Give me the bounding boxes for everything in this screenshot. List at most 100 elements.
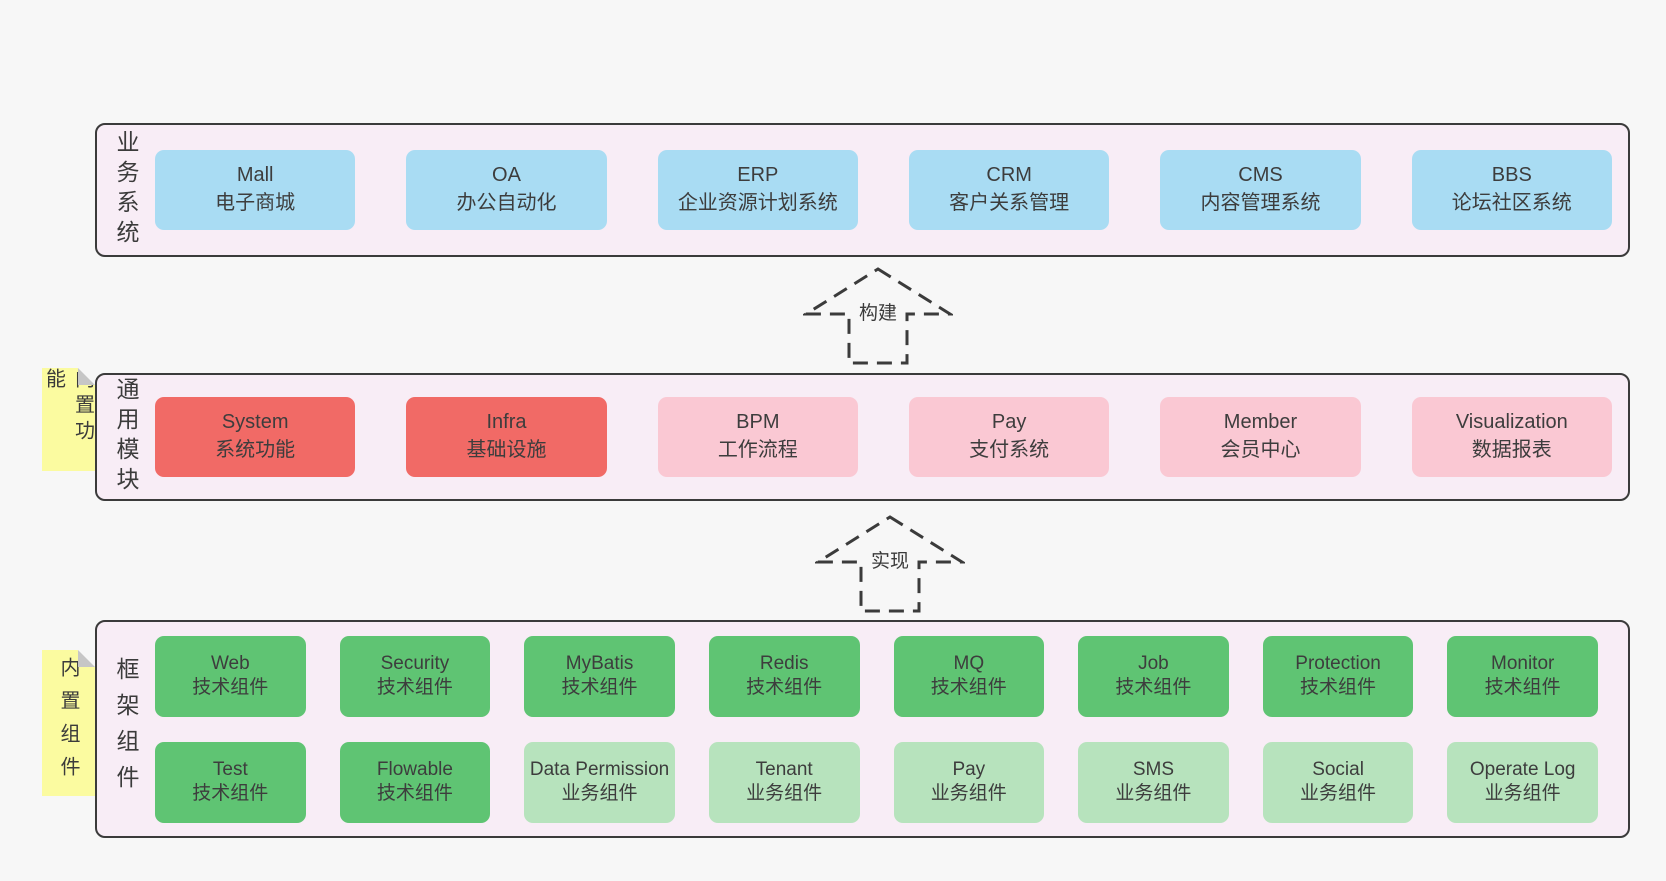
box-tenant: Tenant 业务组件	[708, 741, 860, 823]
component-row-1: Web 技术组件 Security 技术组件 MyBatis 技术组件 Redi…	[155, 635, 1598, 717]
box-protection: Protection 技术组件	[1262, 635, 1414, 717]
box-subtitle: 基础设施	[466, 439, 547, 461]
box-title: Visualization	[1455, 411, 1568, 434]
box-subtitle: 系统功能	[215, 439, 296, 461]
box-subtitle: 技术组件	[746, 677, 823, 698]
box-title: Mall	[236, 164, 274, 187]
box-title: Redis	[759, 652, 809, 674]
sticky-note-label: 内置组件	[57, 657, 79, 789]
box-title: Data Permission	[529, 758, 670, 780]
box-subtitle: 支付系统	[969, 439, 1050, 461]
box-subtitle: 技术组件	[376, 783, 453, 804]
box-data-permission: Data Permission 业务组件	[524, 741, 675, 823]
box-redis: Redis 技术组件	[708, 635, 860, 717]
box-subtitle: 技术组件	[192, 783, 269, 804]
box-mall: Mall 电子商城	[155, 150, 356, 230]
box-title: Pay	[991, 411, 1027, 434]
band-label-components: 框架组件	[113, 657, 139, 801]
box-visualization: Visualization 数据报表	[1411, 397, 1612, 477]
box-title: Security	[380, 652, 450, 674]
box-title: Tenant	[755, 758, 813, 780]
box-mq: MQ 技术组件	[893, 635, 1045, 717]
box-subtitle: 业务组件	[561, 783, 638, 804]
business-boxes: Mall 电子商城 OA 办公自动化 ERP 企业资源计划系统 CRM 客户关系…	[155, 125, 1628, 255]
arrow-build-label: 构建	[855, 298, 901, 325]
box-pay-module: Pay 支付系统	[908, 397, 1110, 477]
arrow-implement-label: 实现	[867, 546, 913, 573]
box-subtitle: 客户关系管理	[949, 192, 1070, 214]
box-title: CRM	[986, 164, 1032, 187]
box-title: Web	[210, 652, 250, 674]
box-subtitle: 办公自动化	[456, 192, 557, 214]
box-system: System 系统功能	[155, 397, 356, 477]
box-member: Member 会员中心	[1160, 397, 1361, 477]
box-subtitle: 数据报表	[1471, 439, 1552, 461]
box-subtitle: 技术组件	[1300, 677, 1377, 698]
box-subtitle: 业务组件	[1484, 783, 1561, 804]
box-subtitle: 技术组件	[561, 677, 638, 698]
box-subtitle: 业务组件	[1300, 783, 1377, 804]
box-title: BPM	[736, 411, 780, 434]
box-security: Security 技术组件	[339, 635, 491, 717]
box-subtitle: 技术组件	[376, 677, 453, 698]
box-mybatis: MyBatis 技术组件	[524, 635, 675, 717]
box-oa: OA 办公自动化	[406, 150, 607, 230]
sticky-note-builtin-features: 内置功能	[42, 368, 95, 471]
box-subtitle: 企业资源计划系统	[677, 192, 838, 214]
box-bbs: BBS 论坛社区系统	[1411, 150, 1612, 230]
box-flowable: Flowable 技术组件	[339, 741, 491, 823]
box-title: Test	[212, 758, 248, 780]
box-subtitle: 业务组件	[746, 783, 823, 804]
box-title: Social	[1312, 758, 1364, 780]
component-rows: Web 技术组件 Security 技术组件 MyBatis 技术组件 Redi…	[155, 622, 1628, 836]
box-title: Monitor	[1491, 652, 1555, 674]
box-subtitle: 业务组件	[930, 783, 1007, 804]
band-framework-components: 框架组件 Web 技术组件 Security 技术组件 MyBatis 技术组件…	[95, 620, 1630, 838]
box-title: OA	[492, 164, 521, 187]
box-subtitle: 技术组件	[192, 677, 269, 698]
box-subtitle: 电子商城	[215, 192, 296, 214]
box-title: MyBatis	[565, 652, 634, 674]
box-infra: Infra 基础设施	[406, 397, 607, 477]
box-test: Test 技术组件	[155, 741, 306, 823]
box-title: ERP	[737, 164, 779, 187]
box-subtitle: 技术组件	[1484, 677, 1561, 698]
component-row-2: Test 技术组件 Flowable 技术组件 Data Permission …	[155, 741, 1598, 823]
module-boxes: System 系统功能 Infra 基础设施 BPM 工作流程 Pay 支付系统…	[155, 375, 1628, 499]
box-erp: ERP 企业资源计划系统	[657, 150, 858, 230]
band-label-business: 业务系统	[113, 130, 139, 250]
box-job: Job 技术组件	[1078, 635, 1229, 717]
box-title: SMS	[1132, 758, 1175, 780]
up-block-arrow-icon	[803, 267, 953, 365]
band-business-systems: 业务系统 Mall 电子商城 OA 办公自动化 ERP 企业资源计划系统 CRM…	[95, 123, 1630, 257]
box-operate-log: Operate Log 业务组件	[1447, 741, 1598, 823]
box-subtitle: 工作流程	[717, 439, 798, 461]
box-cms: CMS 内容管理系统	[1160, 150, 1361, 230]
band-common-modules: 通用模块 System 系统功能 Infra 基础设施 BPM 工作流程 Pay…	[95, 373, 1630, 501]
box-title: Pay	[952, 758, 986, 780]
box-title: Job	[1138, 652, 1169, 674]
box-subtitle: 业务组件	[1115, 783, 1192, 804]
box-bpm: BPM 工作流程	[657, 397, 858, 477]
box-title: Infra	[486, 411, 527, 434]
box-sms: SMS 业务组件	[1078, 741, 1229, 823]
box-title: Flowable	[376, 758, 453, 780]
box-title: Operate Log	[1469, 758, 1576, 780]
box-title: BBS	[1491, 164, 1532, 187]
box-title: Protection	[1295, 652, 1381, 674]
arrow-implement: 实现	[815, 514, 965, 614]
sticky-note-label: 内置功能	[42, 368, 94, 446]
box-title: MQ	[953, 652, 985, 674]
box-web: Web 技术组件	[155, 635, 306, 717]
box-title: System	[221, 411, 289, 434]
box-subtitle: 会员中心	[1220, 439, 1301, 461]
box-subtitle: 内容管理系统	[1200, 192, 1321, 214]
box-title: Member	[1223, 411, 1298, 434]
box-subtitle: 技术组件	[930, 677, 1007, 698]
box-subtitle: 论坛社区系统	[1451, 192, 1572, 214]
box-crm: CRM 客户关系管理	[908, 150, 1110, 230]
up-block-arrow-icon	[815, 515, 965, 613]
arrow-build: 构建	[803, 266, 953, 366]
box-title: CMS	[1238, 164, 1283, 187]
